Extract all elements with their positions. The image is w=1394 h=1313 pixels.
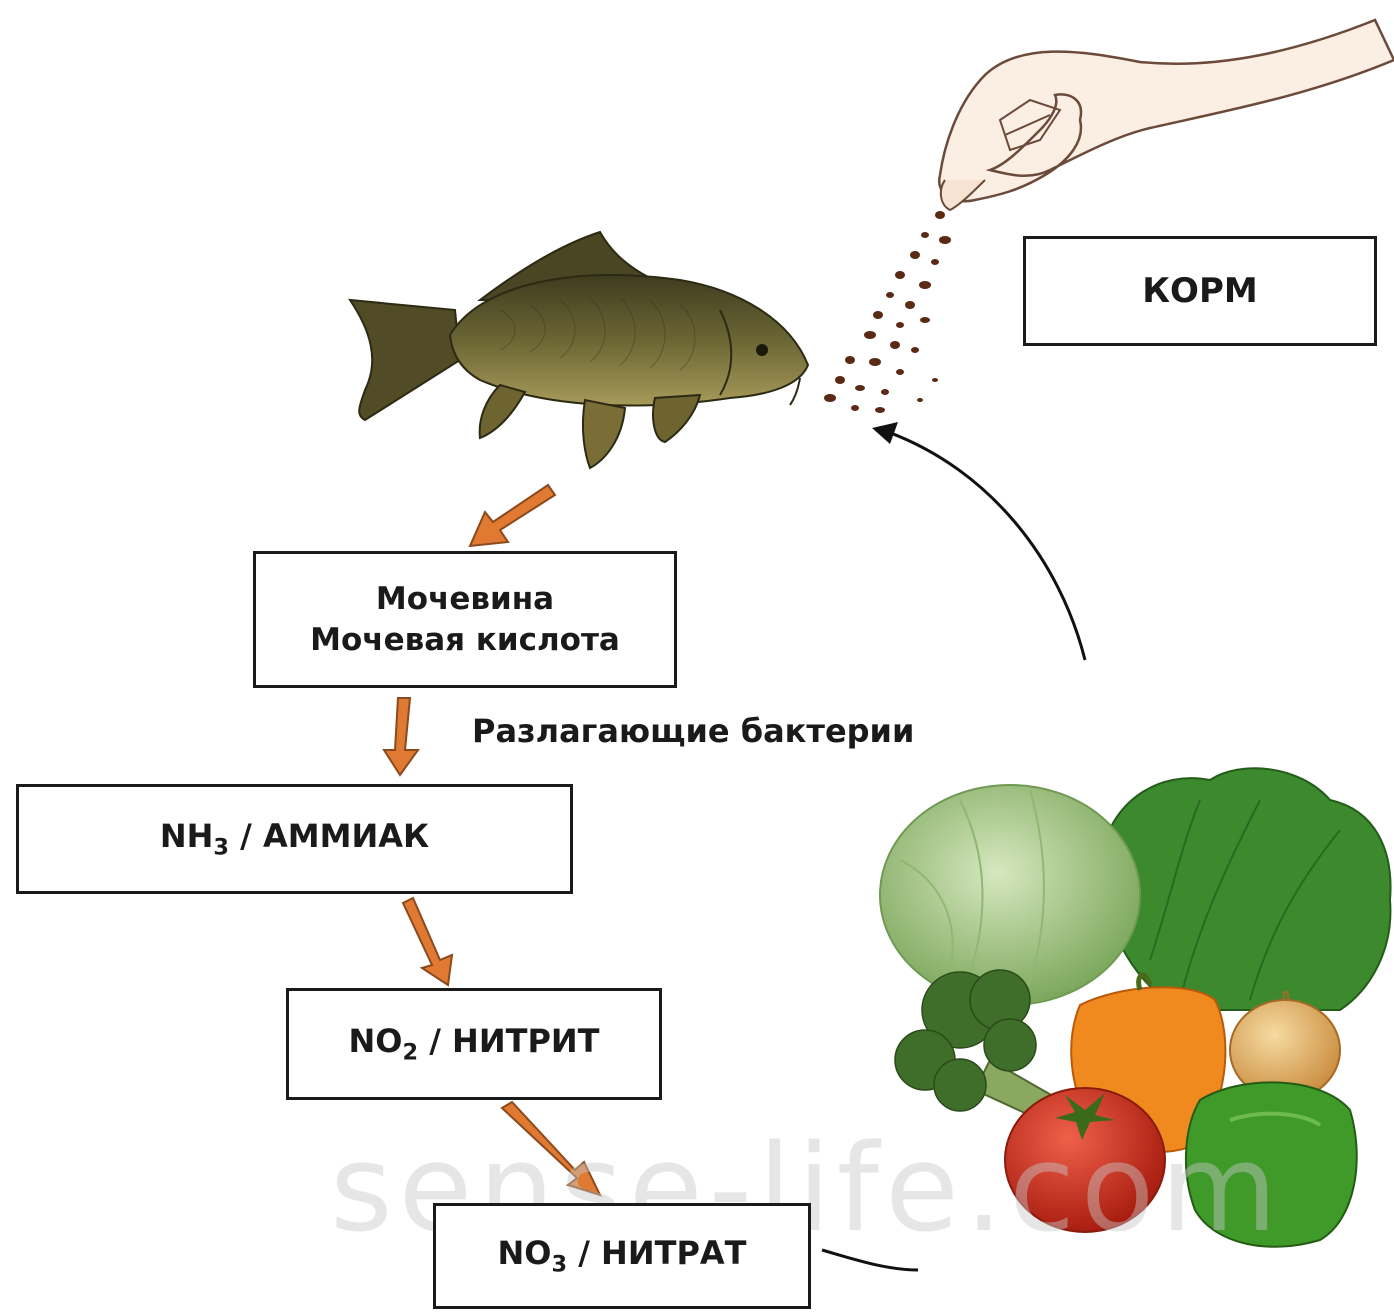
arrow-fish-to-urea bbox=[470, 485, 555, 546]
arrow-ammonia-to-nitrite bbox=[403, 898, 452, 985]
nitrate-box: NO3 / НИТРАТ bbox=[433, 1203, 811, 1309]
feed-pellets-image bbox=[824, 211, 951, 413]
nitrate-formula: NO bbox=[498, 1234, 552, 1272]
ammonia-name: / АММИАК bbox=[229, 817, 429, 855]
fish-image bbox=[350, 232, 808, 468]
hand-image bbox=[939, 20, 1394, 210]
arrow-urea-to-ammonia bbox=[384, 698, 418, 775]
ammonia-box: NH3 / АММИАК bbox=[16, 784, 573, 894]
ammonia-formula: NH bbox=[160, 817, 214, 855]
nitrate-name: / НИТРАТ bbox=[567, 1234, 746, 1272]
urea-box: Мочевина Мочевая кислота bbox=[253, 551, 677, 688]
nitrite-box: NO2 / НИТРИТ bbox=[286, 988, 662, 1100]
feed-box: КОРМ bbox=[1023, 236, 1377, 346]
nitrite-name: / НИТРИТ bbox=[418, 1022, 599, 1060]
nitrite-subscript: 2 bbox=[402, 1040, 418, 1066]
ammonia-subscript: 3 bbox=[213, 835, 229, 861]
feed-label: КОРМ bbox=[1142, 271, 1257, 311]
bacteria-label: Разлагающие бактерии bbox=[472, 712, 914, 750]
nitrite-formula: NO bbox=[349, 1022, 403, 1060]
urea-line1: Мочевина bbox=[376, 579, 554, 619]
return-arrow bbox=[872, 422, 1085, 660]
urea-line2: Мочевая кислота bbox=[310, 620, 620, 660]
nitrate-subscript: 3 bbox=[551, 1252, 567, 1278]
